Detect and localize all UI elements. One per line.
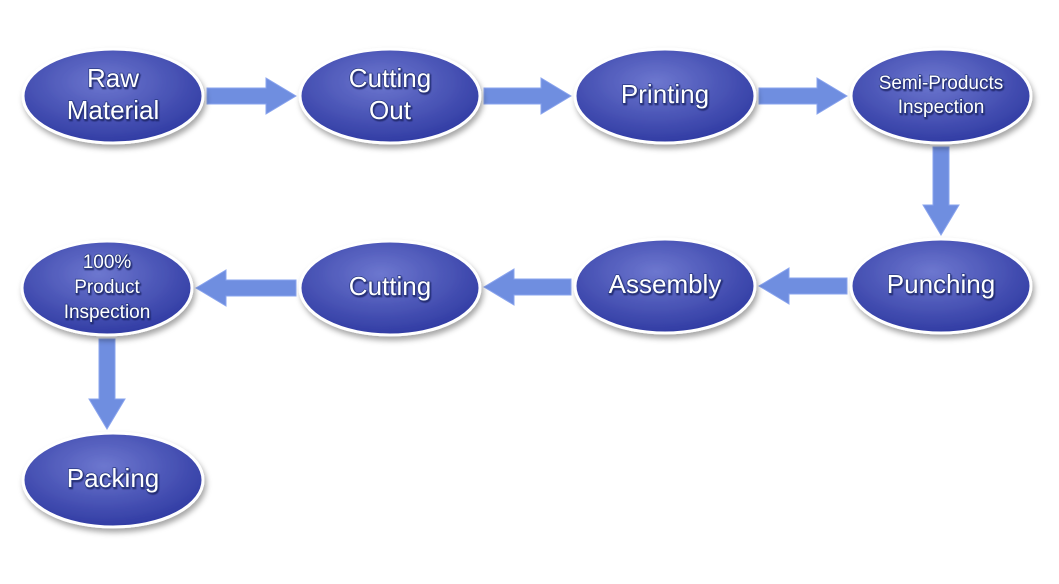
node-ellipse-cutting-out <box>298 47 482 145</box>
node-label-assembly-line-1: Assembly <box>609 269 722 299</box>
arrow-assembly-to-cutting <box>483 268 572 306</box>
node-label-cutting-out-line-2: Out <box>369 95 412 125</box>
node-label-product-inspection-line-2: Product <box>74 277 140 298</box>
node-label-semi-products-inspection-line-2: Inspection <box>898 97 985 118</box>
edges-layer <box>88 77 960 430</box>
node-ellipse-product-inspection <box>20 239 194 337</box>
arrow-cutting-out-to-printing <box>483 77 572 115</box>
arrow-semi-products-inspection-to-punching <box>922 146 960 236</box>
node-cutting: Cutting <box>298 239 482 337</box>
node-label-cutting-out-line-1: Cutting <box>349 63 431 93</box>
node-ellipse-packing <box>21 431 205 529</box>
arrow-punching-to-assembly <box>758 267 848 305</box>
node-label-printing-line-1: Printing <box>621 79 709 109</box>
node-ellipse-printing <box>573 47 757 145</box>
arrow-raw-material-to-cutting-out <box>206 77 297 115</box>
node-label-cutting-line-1: Cutting <box>349 271 431 301</box>
node-label-packing-line-1: Packing <box>67 463 160 493</box>
node-ellipse-assembly <box>573 237 757 335</box>
node-label-raw-material-line-1: Raw <box>87 63 139 93</box>
node-ellipse-cutting <box>298 239 482 337</box>
arrow-printing-to-semi-products-inspection <box>758 77 848 115</box>
node-label-product-inspection-line-1: 100% <box>83 252 132 273</box>
arrow-cutting-to-product-inspection <box>195 269 297 307</box>
node-punching: Punching <box>849 237 1033 335</box>
node-printing: Printing <box>573 47 757 145</box>
node-label-punching-line-1: Punching <box>887 269 995 299</box>
node-ellipse-raw-material <box>21 47 205 145</box>
node-packing: Packing <box>21 431 205 529</box>
node-label-raw-material-line-2: Material <box>67 95 159 125</box>
arrow-product-inspection-to-packing <box>88 338 126 430</box>
node-label-product-inspection-line-3: Inspection <box>64 302 151 323</box>
node-label-semi-products-inspection-line-1: Semi-Products <box>879 73 1004 94</box>
node-ellipse-semi-products-inspection <box>849 47 1033 145</box>
node-assembly: Assembly <box>573 237 757 335</box>
node-ellipse-punching <box>849 237 1033 335</box>
